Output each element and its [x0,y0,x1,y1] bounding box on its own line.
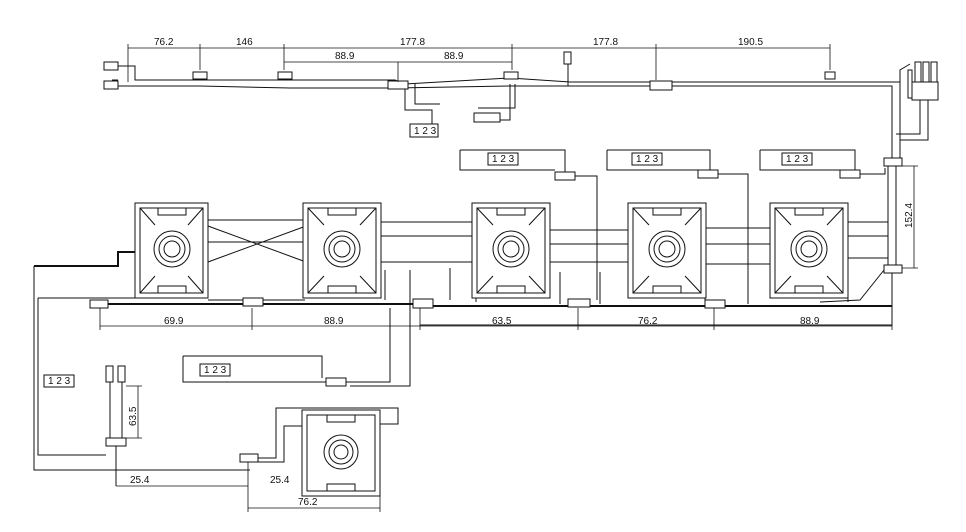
bottom-lamp-assembly [239,407,399,497]
splice-connector [704,299,726,309]
wire-end-connector [105,365,114,383]
splice-connector [649,80,673,91]
pin-label: 1 2 3 [786,154,809,165]
lamp-housing [134,202,209,299]
dimension-label: 25.4 [270,475,290,486]
plug-pin [914,61,922,83]
pin-label: 1 2 3 [636,154,659,165]
dimension-label: 76.2 [298,497,318,508]
top-dimensions: 76.2 146 177.8 88.9 88.9 177.8 190.5 [127,37,831,82]
vertical-dimension-label: 63.5 [128,406,139,426]
splice-connector [503,71,519,80]
splice-connector [242,297,264,307]
dimension-label: 190.5 [738,37,763,48]
lamp-housing [301,409,381,497]
dimension-label: 76.2 [154,37,174,48]
bottom-dimensions: 25.4 25.4 76.2 [116,462,381,512]
wire-end-connector [103,61,119,71]
pin-label: 1 2 3 [204,365,227,376]
splice-connector [839,169,861,179]
middle-branch: 1 2 3 [182,308,411,387]
splice-connector [325,377,347,387]
tap-connector [563,51,572,65]
splice-connector [239,453,259,463]
pin-label: 1 2 3 [48,376,71,387]
plug-latch [907,69,913,99]
dimension-label: 146 [236,37,253,48]
top-harness [112,58,929,160]
vertical-dimension-label: 152.4 [904,203,915,228]
left-branch: 1 2 3 63.5 [43,365,142,486]
splice-connector [105,437,127,447]
pin-connector [631,152,663,166]
dimension-label: 25.4 [130,475,150,486]
pin-connector [781,152,813,166]
wire-end-connector [473,112,501,123]
dimension-label: 177.8 [400,37,425,48]
splice-connector [192,71,208,80]
top-connectors: 1 2 3 [103,51,939,138]
pin-label: 1 2 3 [492,154,515,165]
splice-connector [567,298,591,308]
pin-connector [43,374,75,388]
upper-pin-connectors: 1 2 3 1 2 3 1 2 3 [459,149,886,300]
dimension-label: 88.9 [800,316,820,327]
lamp-housing [471,202,551,299]
pin-connector [487,152,519,166]
splice-connector [277,71,293,80]
splice-connector [697,169,719,179]
splice-connector [883,264,903,274]
dimension-label: 177.8 [593,37,618,48]
wire-end-connector [103,80,119,90]
splice-connector [824,71,836,80]
splice-connector [412,298,434,309]
lamp-row [134,202,849,299]
wire-end-connector [117,365,126,383]
lamp-row-connectors [89,297,726,309]
dimension-label: 63.5 [492,316,512,327]
lamp-housing [769,202,849,299]
splice-connector [883,157,903,167]
dimension-label: 88.9 [335,51,355,62]
dimension-label: 76.2 [638,316,658,327]
plug-pin [922,61,930,83]
lower-dimensions: 69.9 88.9 63.5 76.2 88.9 [99,308,893,330]
pin-label: 1 2 3 [414,126,437,137]
dimension-label: 88.9 [324,316,344,327]
splice-connector [89,299,109,309]
plug-pin [930,61,938,83]
dimension-label: 88.9 [444,51,464,62]
lamp-housing [302,202,382,299]
pin-connector [409,123,439,138]
splice-connector [554,171,576,181]
lamp-housing [627,202,707,299]
dimension-label: 69.9 [164,316,184,327]
main-plug [911,81,939,101]
pin-connector [199,363,231,377]
splice-connector [387,80,409,90]
